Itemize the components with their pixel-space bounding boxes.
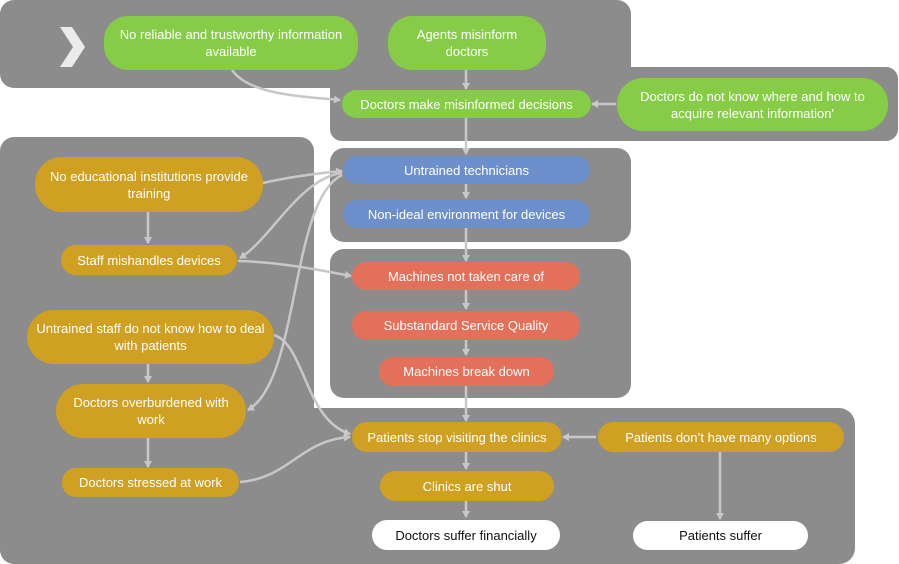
- node-untrained-technicians: Untrained technicians: [343, 156, 590, 184]
- connector-technicians-to-staff: [239, 171, 343, 260]
- node-patients-suffer: Patients suffer: [633, 521, 808, 550]
- node-doctors-dont-know: Doctors do not know where and how to acq…: [617, 78, 888, 131]
- node-patients-options: Patients don’t have many options: [598, 422, 844, 452]
- connector-stressed-to-patients-stop: [239, 433, 351, 484]
- node-clinics-shut: Clinics are shut: [380, 471, 554, 501]
- node-patients-stop-visiting: Patients stop visiting the clinics: [352, 422, 562, 452]
- node-doctors-misinformed: Doctors make misinformed decisions: [342, 90, 591, 118]
- node-doctors-suffer-financially: Doctors suffer financially: [372, 520, 560, 550]
- node-no-educational-institutions: No educational institutions provide trai…: [35, 157, 263, 212]
- node-agents-misinform: Agents misinform doctors: [388, 16, 546, 70]
- connector-untrained-to-patients-stop: [273, 333, 351, 437]
- node-untrained-staff-patients: Untrained staff do not know how to deal …: [27, 310, 274, 364]
- chevron-right-icon: [60, 27, 85, 67]
- connector-noreliable-to-misinformed: [230, 69, 341, 104]
- node-doctors-stressed: Doctors stressed at work: [62, 468, 239, 497]
- node-doctors-overburdened: Doctors overburdened with work: [56, 384, 246, 438]
- node-staff-mishandles: Staff mishandles devices: [61, 245, 237, 275]
- connector-noedu-to-technicians: [262, 167, 343, 185]
- node-machines-not-cared: Machines not taken care of: [352, 262, 580, 290]
- connector-technicians-to-overburdened: [247, 173, 343, 412]
- node-substandard-service: Substandard Service Quality: [352, 311, 580, 340]
- node-no-reliable-info: No reliable and trustworthy information …: [104, 16, 358, 70]
- connector-staff-to-machines: [237, 259, 352, 279]
- node-machines-break-down: Machines break down: [379, 357, 554, 386]
- node-non-ideal-environment: Non-ideal environment for devices: [343, 200, 590, 228]
